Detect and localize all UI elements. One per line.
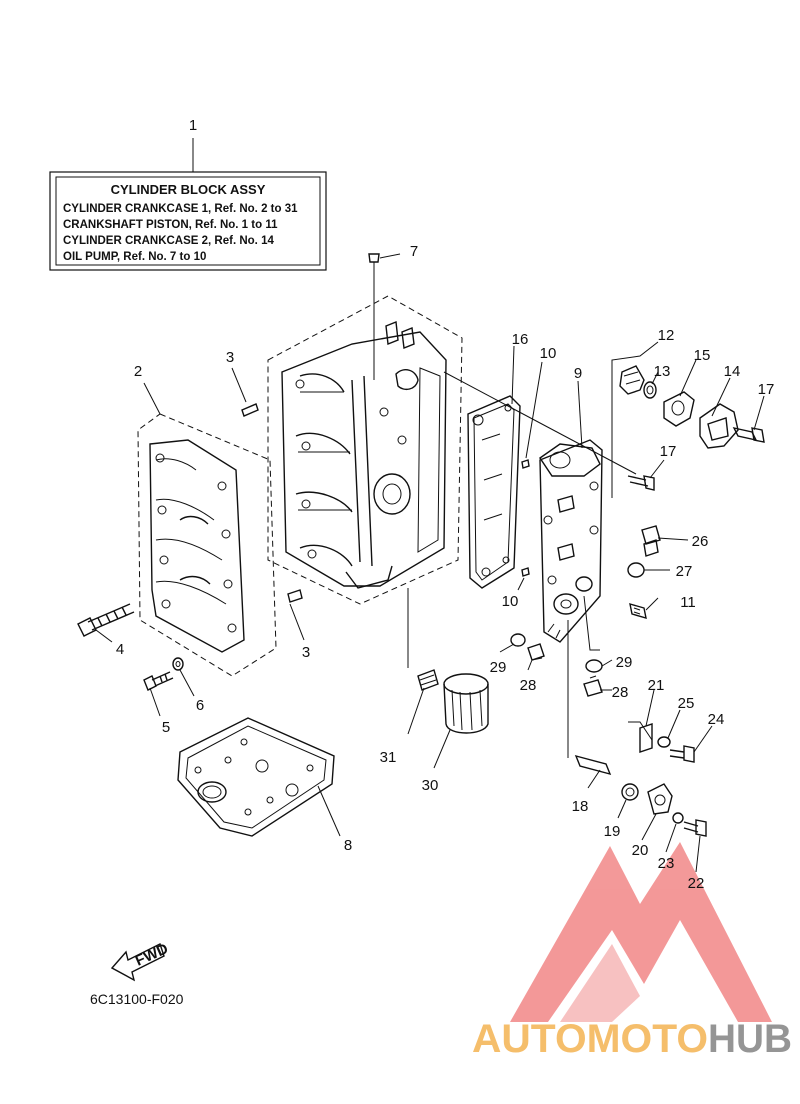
part-11-bolt	[629, 603, 647, 619]
part-5-bolt	[143, 671, 174, 691]
fwd-arrow-icon	[110, 943, 165, 982]
callout-5: 5	[162, 719, 170, 736]
info-box: CYLINDER BLOCK ASSY CYLINDER CRANKCASE 1…	[49, 138, 327, 271]
part-24-bolt	[669, 745, 695, 763]
cylinder-block-dashed-outline	[267, 295, 463, 605]
part-18-cable	[574, 754, 612, 776]
callout-numbers: 1 2 3 3 4 5 6 7 8 9 10 10 11 12 13 14 15…	[116, 117, 775, 892]
part-19-collar	[621, 783, 639, 801]
callout-12: 12	[658, 327, 675, 344]
part-2-crankcase	[137, 413, 277, 677]
part-26-plug	[641, 525, 661, 557]
part-7-screw	[368, 253, 380, 380]
part-20-bracket	[647, 783, 673, 815]
info-box-inner-frame	[55, 176, 321, 266]
info-box-line-2: CRANKSHAFT PISTON, Ref. No. 1 to 11	[63, 219, 278, 231]
watermark-text-secondary: HUB	[708, 1017, 792, 1061]
callout-3-upper: 3	[226, 349, 234, 366]
callout-22: 22	[688, 875, 705, 892]
callout-29-right: 29	[616, 654, 633, 671]
callout-28-right: 28	[612, 684, 629, 701]
watermark-logo	[510, 842, 772, 1022]
part-3-dowel-lower	[287, 589, 303, 603]
callout-16: 16	[512, 331, 529, 348]
part-21-bracket	[639, 723, 653, 753]
part-6-washer	[172, 657, 184, 671]
callout-30: 30	[422, 777, 439, 794]
part-8-gasket	[177, 717, 335, 837]
part-23-washer	[672, 812, 684, 824]
callout-19: 19	[604, 823, 621, 840]
fwd-label: FWD	[133, 940, 171, 969]
part-17-bolt-a	[732, 426, 765, 443]
part-27-o-ring	[627, 562, 645, 578]
callout-26: 26	[692, 533, 709, 550]
callout-17-lower: 17	[660, 443, 677, 460]
part-12-thermostat	[619, 365, 645, 395]
callout-7: 7	[410, 243, 418, 260]
cylinder-block	[267, 295, 463, 605]
part-28-plug-right	[583, 675, 603, 697]
part-31-fitting	[417, 669, 439, 691]
part-2-ribs	[155, 458, 227, 605]
callout-24: 24	[708, 711, 725, 728]
callout-13: 13	[654, 363, 671, 380]
info-box-line-4: OIL PUMP, Ref. No. 7 to 10	[63, 251, 206, 263]
part-10-pin-lower	[521, 567, 530, 577]
part-16-gasket	[467, 395, 521, 589]
part-2-body	[149, 439, 245, 653]
callout-4: 4	[116, 641, 124, 658]
callout-10-upper: 10	[540, 345, 557, 362]
callout-1: 1	[189, 117, 197, 134]
info-box-frame	[49, 171, 327, 271]
callout-9: 9	[574, 365, 582, 382]
info-box-line-1: CYLINDER CRANKCASE 1, Ref. No. 2 to 31	[63, 203, 298, 215]
part-28-plug-left	[527, 643, 545, 661]
part-13-seal	[643, 381, 657, 399]
callout-20: 20	[632, 842, 649, 859]
part-3-dowel-upper	[241, 403, 259, 417]
info-box-title: CYLINDER BLOCK ASSY	[111, 182, 266, 197]
part-17-bolt-b	[627, 475, 655, 491]
part-10-pin-upper	[521, 459, 530, 469]
callout-2: 2	[134, 363, 142, 380]
part-9-oil-pump-cover	[539, 439, 603, 643]
diagram-code: 6C13100-F020	[90, 991, 184, 1007]
watermark-mark	[510, 842, 772, 1022]
part-29-washer-right	[585, 659, 603, 673]
part-4-bolt	[77, 603, 135, 637]
part-29-washer-left	[510, 633, 526, 647]
callout-31: 31	[380, 749, 397, 766]
watermark-text-primary: AUTOMOTO	[472, 1017, 708, 1061]
callout-25: 25	[678, 695, 695, 712]
callout-27: 27	[676, 563, 693, 580]
callout-23: 23	[658, 855, 675, 872]
part-22-bolt	[683, 819, 707, 837]
callout-14: 14	[724, 363, 741, 380]
callout-28-left: 28	[520, 677, 537, 694]
part-2-dashed-outline	[137, 413, 277, 677]
callout-17-right: 17	[758, 381, 775, 398]
part-30-oil-filter	[443, 673, 489, 734]
part-25-washer	[657, 736, 671, 748]
callout-21: 21	[648, 677, 665, 694]
part-15-gasket	[663, 391, 695, 427]
callout-8: 8	[344, 837, 352, 854]
callout-11: 11	[680, 594, 696, 611]
callout-3-lower: 3	[302, 644, 310, 661]
part-14-cover	[699, 403, 739, 449]
callout-10-lower: 10	[502, 593, 519, 610]
callout-6: 6	[196, 697, 204, 714]
callout-15: 15	[694, 347, 711, 364]
callout-18: 18	[572, 798, 589, 815]
cylinder-block-body	[281, 331, 447, 587]
info-box-line-3: CYLINDER CRANKCASE 2, Ref. No. 14	[63, 235, 274, 247]
callout-29-left: 29	[490, 659, 507, 676]
leader-lines	[95, 253, 765, 873]
